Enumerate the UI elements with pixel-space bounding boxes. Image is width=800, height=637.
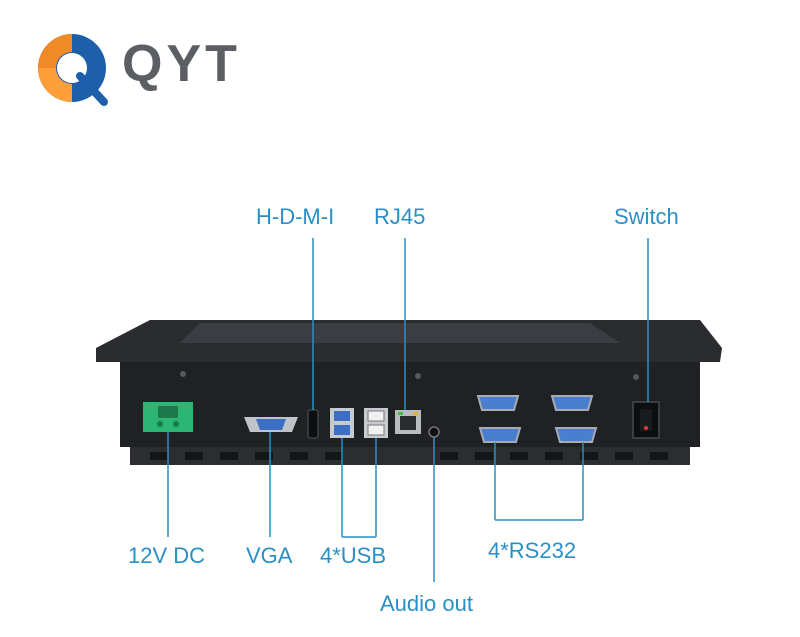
audio-label: Audio out (380, 591, 473, 616)
brand-logo (30, 28, 290, 108)
qyt-logo-icon (38, 34, 108, 106)
rs232-label: 4*RS232 (488, 538, 577, 563)
brand-name: QYT (122, 35, 241, 93)
device-vent-strip (130, 447, 690, 465)
rs232-ports (476, 395, 598, 443)
device-screen-edge (180, 323, 620, 343)
vga-label: VGA (246, 543, 293, 568)
hdmi-label: H-D-M-I (256, 204, 335, 229)
usb-label: 4*USB (320, 543, 387, 568)
rj45-label: RJ45 (374, 204, 426, 229)
switch-label: Switch (614, 204, 679, 229)
hdmi-port (307, 409, 319, 439)
dc-label: 12V DC (128, 543, 206, 568)
device-body (120, 362, 700, 447)
power-switch (632, 401, 660, 439)
usb-ports (330, 408, 388, 438)
audio-jack (428, 426, 440, 438)
